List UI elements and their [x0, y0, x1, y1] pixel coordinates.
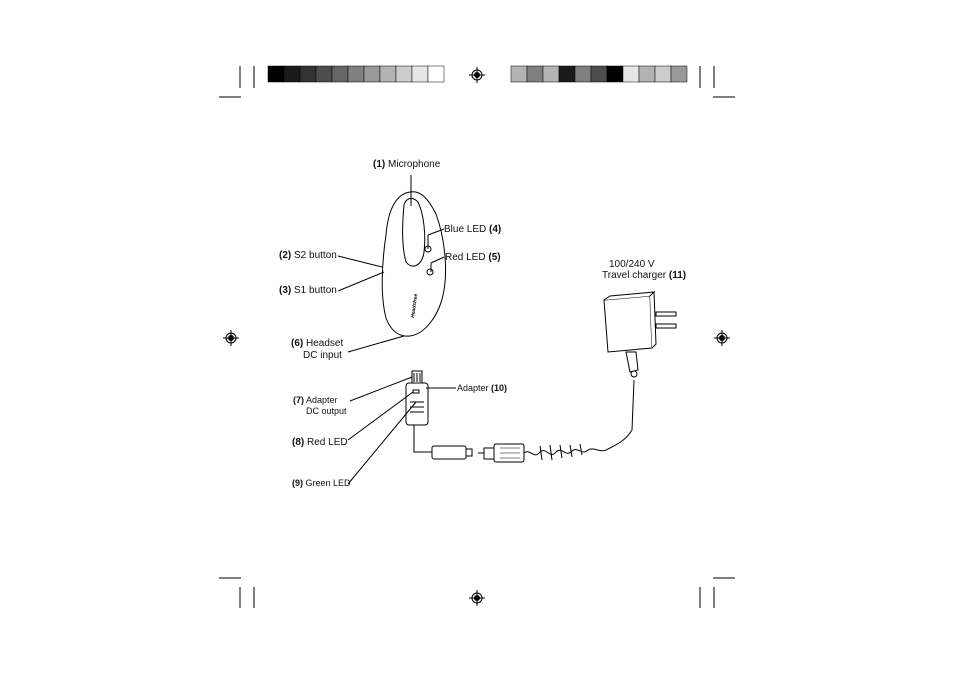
label-text: Red LED	[307, 437, 348, 448]
label-num: (7)	[293, 395, 304, 405]
label-headset-dc-input: (6) Headset	[291, 338, 343, 349]
charger-plug-tip	[484, 448, 494, 459]
color-bar-left	[268, 66, 444, 82]
color-swatch	[268, 66, 284, 82]
color-swatch	[428, 66, 444, 82]
adapter-body	[406, 383, 428, 425]
label-num: (2)	[279, 250, 291, 261]
label-text: 100/240 V	[609, 259, 655, 270]
label-num: (5)	[488, 252, 500, 263]
color-swatch	[396, 66, 412, 82]
label-green-led: (9) Green LED	[292, 478, 351, 489]
label-text: DC input	[303, 350, 342, 361]
color-swatch	[284, 66, 300, 82]
coiled-cable	[524, 380, 634, 455]
color-swatch	[348, 66, 364, 82]
label-adapter-dc-output-line2: DC output	[306, 406, 347, 417]
label-text: DC output	[306, 406, 347, 416]
charger-illustration	[604, 292, 676, 377]
adapter-illustration	[406, 371, 634, 462]
label-adapter: Adapter (10)	[457, 383, 507, 394]
label-num: (1)	[373, 159, 385, 170]
label-text: Adapter	[306, 395, 338, 405]
label-num: (8)	[292, 437, 304, 448]
charger-prong-bottom	[656, 324, 676, 328]
label-num: (4)	[489, 224, 501, 235]
label-travel-charger: Travel charger (11)	[602, 270, 686, 281]
color-bar-right	[511, 66, 687, 82]
color-swatch	[639, 66, 655, 82]
color-swatch	[412, 66, 428, 82]
color-swatch	[671, 66, 687, 82]
color-swatch	[623, 66, 639, 82]
adapter-red-led	[413, 390, 419, 393]
label-text: Travel charger	[602, 270, 666, 281]
color-swatch	[380, 66, 396, 82]
charger-prong-top	[656, 312, 676, 316]
label-text: Blue LED	[444, 224, 486, 235]
label-num: (9)	[292, 478, 303, 488]
label-microphone: (1) Microphone	[373, 159, 440, 170]
label-num: (6)	[291, 338, 303, 349]
crop-marks	[219, 66, 735, 608]
label-text: S1 button	[294, 285, 337, 296]
color-swatch	[316, 66, 332, 82]
color-swatch	[511, 66, 527, 82]
charger-body	[604, 296, 652, 352]
color-swatch	[655, 66, 671, 82]
label-charger-voltage: 100/240 V	[609, 259, 655, 270]
label-blue-led: Blue LED (4)	[444, 224, 501, 235]
cable-plug	[432, 446, 466, 459]
color-swatch	[527, 66, 543, 82]
color-swatch	[607, 66, 623, 82]
label-text: Headset	[306, 338, 343, 349]
label-headset-dc-input-line2: DC input	[303, 350, 342, 361]
label-num: (3)	[279, 285, 291, 296]
label-text: Red LED	[445, 252, 486, 263]
color-swatch	[575, 66, 591, 82]
color-swatch	[543, 66, 559, 82]
label-red-led-adapter: (8) Red LED	[292, 437, 348, 448]
label-num: (11)	[669, 270, 686, 281]
label-text: S2 button	[294, 250, 337, 261]
label-s1-button: (3) S1 button	[279, 285, 337, 296]
plug-tip	[466, 449, 472, 456]
registration-mark-right	[714, 330, 730, 346]
red-led-dot	[427, 269, 433, 275]
label-s2-button: (2) S2 button	[279, 250, 337, 261]
label-text: Adapter	[457, 383, 489, 393]
label-adapter-dc-output: (7) Adapter	[293, 395, 338, 406]
color-swatch	[364, 66, 380, 82]
color-swatch	[300, 66, 316, 82]
color-swatch	[591, 66, 607, 82]
charger-cable-strain	[626, 352, 638, 372]
registration-mark-bottom	[469, 590, 485, 606]
color-swatch	[332, 66, 348, 82]
color-swatch	[559, 66, 575, 82]
label-red-led-headset: Red LED (5)	[445, 252, 501, 263]
registration-mark-top	[469, 67, 485, 83]
label-text: Green LED	[306, 478, 351, 488]
label-num: (10)	[491, 383, 507, 393]
registration-mark-left	[223, 330, 239, 346]
headset-illustration: Headsfree	[382, 192, 445, 336]
label-text: Microphone	[388, 159, 440, 170]
